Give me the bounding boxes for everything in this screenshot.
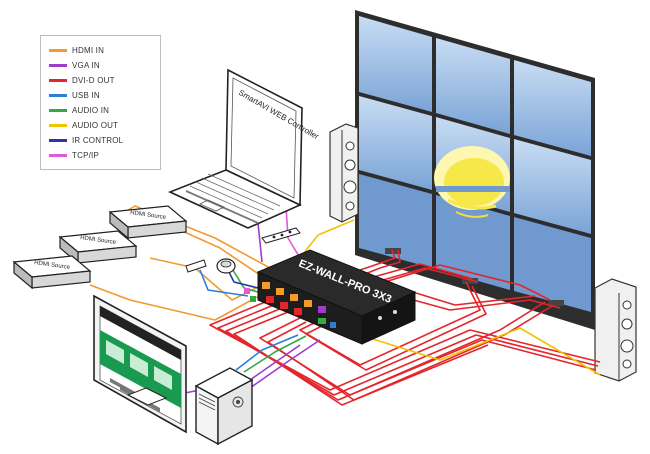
legend-item-hdmi-in: HDMI IN [49,44,104,57]
legend-swatch [49,109,67,112]
legend-swatch [49,94,67,97]
pc-tower [194,367,254,446]
legend: HDMI IN VGA IN DVI-D OUT USB IN AUDIO IN… [40,35,161,170]
front-monitor [93,294,187,434]
wall-panel-3-2 [436,195,510,290]
legend-label: IR CONTROL [72,136,124,145]
legend-swatch [49,154,67,157]
hdmi-source-1: HDMI Source [108,205,188,240]
hdmi-source-2: HDMI Source [58,230,138,265]
hdmi-source-3-label: HDMI Source [34,260,71,271]
wall-panel-3-3 [514,217,591,312]
cables [89,196,601,406]
hdmi-source-1-label: HDMI Source [130,210,167,221]
legend-label: TCP/IP [72,151,99,160]
hdmi-source-3: HDMI Source [12,255,92,290]
device-ports [244,282,336,328]
legend-item-audio-in: AUDIO IN [49,104,109,117]
video-wall [355,10,595,330]
wall-panel-2-1 [359,96,432,190]
legend-label: VGA IN [72,61,100,70]
laptop: SmartAVI WEB Controller [167,68,321,229]
wall-panel-1-2 [436,38,510,134]
legend-label: AUDIO OUT [72,121,119,130]
legend-swatch [49,49,67,52]
legend-label: DVI-D OUT [72,76,115,85]
wall-panel-2-3 [514,139,591,234]
legend-item-ir-control: IR CONTROL [49,134,123,147]
wall-panel-1-1 [359,16,432,112]
wall-panel-1-3 [514,60,591,156]
legend-label: AUDIO IN [72,106,110,115]
left-speaker [329,123,359,223]
legend-item-vga-in: VGA IN [49,59,100,72]
ir-receiver [216,258,236,274]
legend-swatch [49,124,67,127]
legend-label: USB IN [72,91,100,100]
legend-item-audio-out: AUDIO OUT [49,119,118,132]
right-speaker [594,278,637,382]
legend-swatch [49,64,67,67]
legend-item-tcp-ip: TCP/IP [49,149,99,162]
legend-swatch [49,79,67,82]
legend-label: HDMI IN [72,46,105,55]
usb-stick [185,259,207,273]
hdmi-source-2-label: HDMI Source [80,235,117,246]
ir-remote [261,227,301,244]
wall-panel-3-1 [359,174,432,268]
legend-item-usb-in: USB IN [49,89,100,102]
sun-icon [434,146,510,218]
legend-swatch [49,139,67,142]
legend-item-dvi-d-out: DVI-D OUT [49,74,115,87]
